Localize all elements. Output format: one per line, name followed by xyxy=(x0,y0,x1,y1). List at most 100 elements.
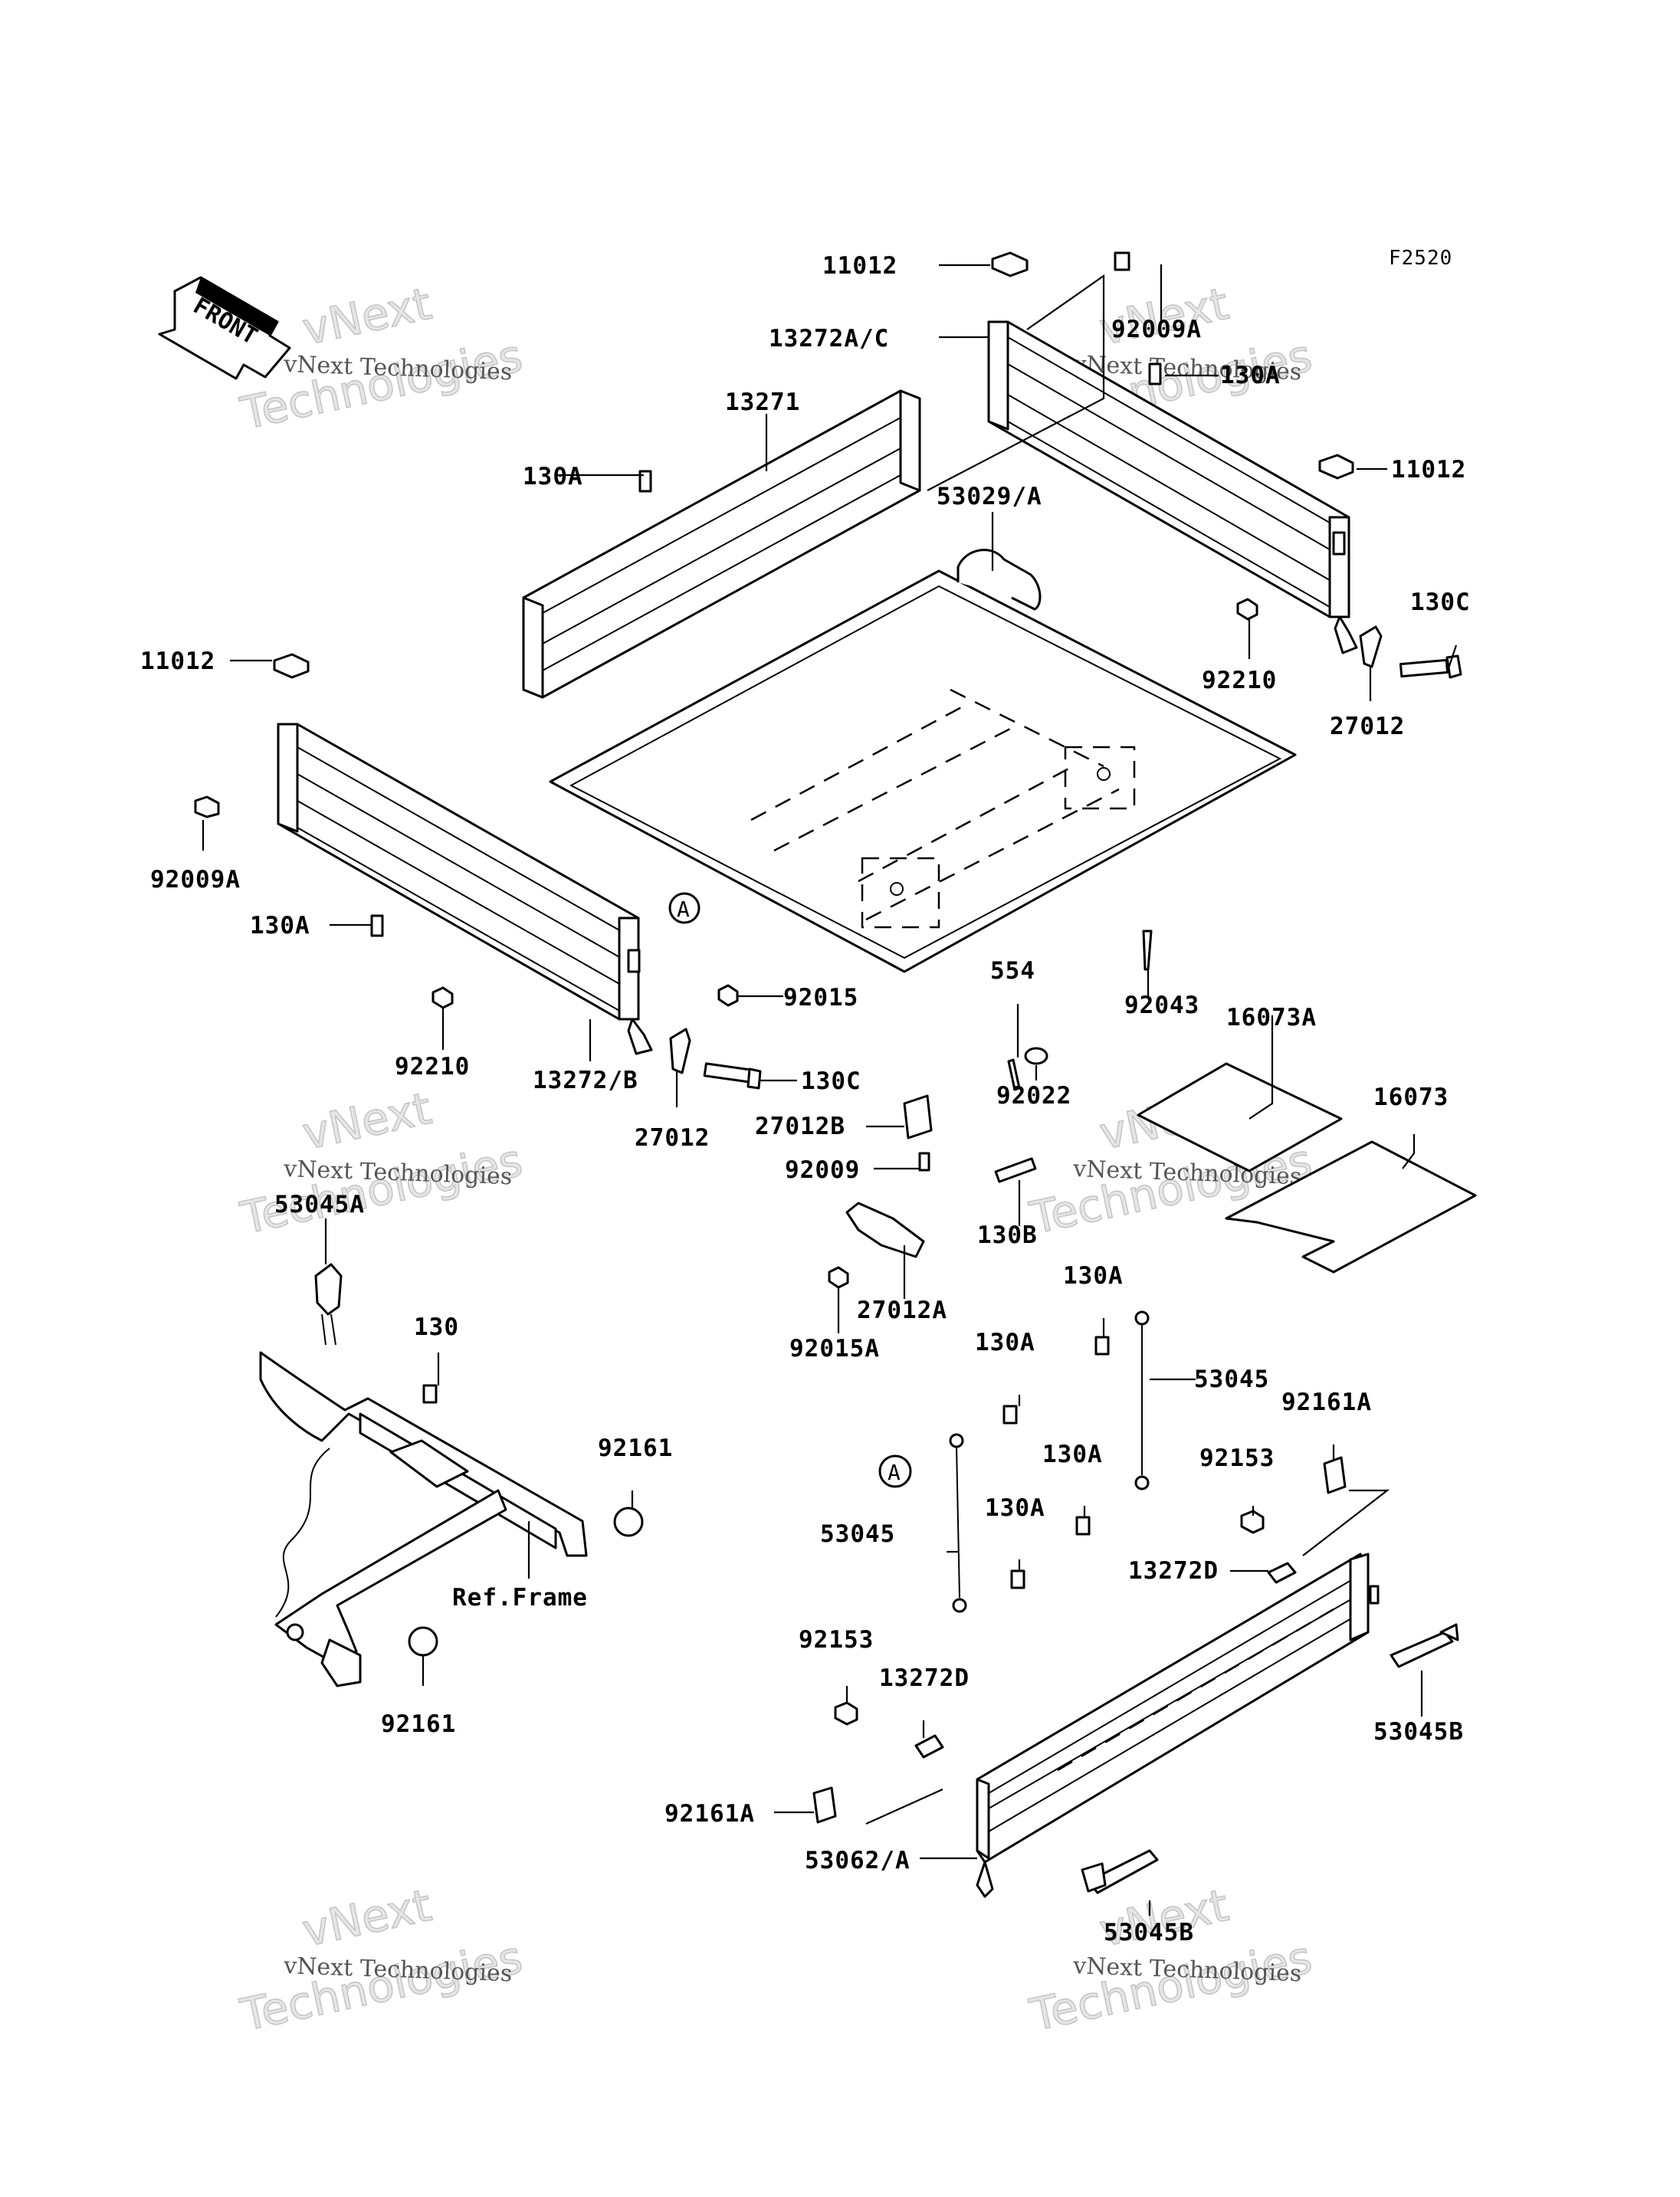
label-27012A: 27012A xyxy=(857,1297,947,1324)
svg-text:A: A xyxy=(677,897,691,922)
label-13272D-left: 13272D xyxy=(879,1664,970,1692)
watermark-bottom-left: vNext Technologies vNext Technologies xyxy=(235,1878,527,2041)
callout-a-upper: A xyxy=(668,892,701,924)
pad-92161A-right xyxy=(1323,1456,1347,1494)
tailgate-53062A xyxy=(976,1553,1380,1898)
label-130B: 130B xyxy=(977,1221,1038,1249)
bolt-92153-left xyxy=(834,1701,858,1726)
label-92009A-top: 92009A xyxy=(1111,316,1202,343)
label-11012-left: 11012 xyxy=(140,648,215,675)
label-53029A: 53029/A xyxy=(937,483,1042,510)
label-11012-top: 11012 xyxy=(822,252,897,280)
cargo-bed-53029A xyxy=(549,549,1297,973)
hinge-13272D-left xyxy=(914,1734,944,1759)
label-16073: 16073 xyxy=(1373,1084,1449,1111)
label-130A-b: 130A xyxy=(975,1329,1035,1356)
bracket-27012A xyxy=(845,1202,925,1258)
latch-53045B-bottom xyxy=(1081,1849,1159,1894)
latch-53045B-right xyxy=(1390,1623,1459,1668)
bracket-27012-right xyxy=(1359,625,1383,668)
label-130A-top-left: 130A xyxy=(523,463,583,490)
watermark-mid-left: vNext Technologies vNext Technologies xyxy=(235,1081,527,1244)
nut-92210-left xyxy=(431,986,454,1009)
label-130C-left: 130C xyxy=(801,1067,861,1095)
part-labels: 11012 13272A/C 92009A 130A 11012 130C 92… xyxy=(140,252,1471,1946)
label-53062A: 53062/A xyxy=(805,1847,911,1874)
bolt-130A-a xyxy=(1002,1405,1018,1425)
plug-92161-lower xyxy=(408,1626,438,1657)
label-92153-right: 92153 xyxy=(1199,1444,1275,1472)
label-130A-top-right: 130A xyxy=(1220,362,1281,389)
bracket-27012B xyxy=(903,1094,933,1139)
front-arrow-icon: FRONT xyxy=(158,276,291,380)
label-92161-upper: 92161 xyxy=(598,1435,673,1462)
label-13271: 13271 xyxy=(725,389,800,416)
bracket-27012-left xyxy=(669,1028,691,1074)
label-92043: 92043 xyxy=(1124,992,1199,1019)
label-53045A: 53045A xyxy=(274,1191,365,1218)
pin-92043 xyxy=(1142,930,1153,971)
bolt-130C-left xyxy=(703,1062,762,1090)
label-13272B: 13272/B xyxy=(533,1067,638,1094)
nut-92210-right xyxy=(1236,598,1258,621)
label-11012-right: 11012 xyxy=(1391,456,1466,484)
label-53045B-bottom: 53045B xyxy=(1104,1919,1194,1946)
frame-ref xyxy=(259,1351,588,1687)
pin-554 xyxy=(1007,1058,1021,1091)
cap-11012-right xyxy=(1318,454,1354,480)
label-92161-lower: 92161 xyxy=(381,1710,456,1738)
decal-16073 xyxy=(1225,1140,1477,1274)
label-130C-right: 130C xyxy=(1410,589,1471,616)
label-92161A-left: 92161A xyxy=(664,1800,755,1828)
side-panel-right xyxy=(987,320,1358,654)
label-92153-left: 92153 xyxy=(799,1626,874,1654)
latch-53045A xyxy=(314,1263,343,1346)
label-16073A: 16073A xyxy=(1226,1004,1317,1031)
label-130-frame: 130 xyxy=(414,1313,459,1341)
cap-11012-top xyxy=(991,251,1029,277)
bolt-130A-left xyxy=(370,914,384,937)
diagram-code: F2520 xyxy=(1389,247,1452,270)
label-53045-upper: 53045 xyxy=(1194,1366,1269,1393)
label-92015: 92015 xyxy=(783,984,858,1012)
callout-a-lower: A xyxy=(878,1454,912,1488)
label-92009A-left: 92009A xyxy=(150,866,241,894)
label-92161A-right: 92161A xyxy=(1281,1389,1372,1416)
label-53045-lower: 53045 xyxy=(820,1520,895,1548)
label-92022: 92022 xyxy=(996,1082,1071,1110)
plug-92161-upper xyxy=(613,1507,644,1537)
label-130A-c: 130A xyxy=(1042,1441,1103,1468)
label-13272D-right: 13272D xyxy=(1128,1557,1219,1585)
bolt-130-frame xyxy=(422,1384,438,1404)
cable-53045-lower xyxy=(949,1433,967,1613)
bolt-130A-top-right xyxy=(1148,362,1162,385)
pad-92161A-left xyxy=(812,1786,837,1824)
cap-11012-left xyxy=(273,653,310,679)
side-panel-left xyxy=(277,723,653,1055)
bolt-130B xyxy=(994,1157,1037,1183)
watermark-big-vnext: vNext xyxy=(298,1082,436,1160)
label-92009: 92009 xyxy=(785,1156,860,1184)
bolt-130A-c xyxy=(1075,1516,1091,1536)
label-53045B-right: 53045B xyxy=(1373,1718,1464,1746)
svg-text:A: A xyxy=(888,1460,901,1485)
decal-16073A xyxy=(1137,1062,1343,1172)
label-92015A: 92015A xyxy=(789,1335,880,1362)
bolt-92009 xyxy=(918,1152,930,1172)
label-27012B: 27012B xyxy=(755,1113,845,1140)
watermark-big-vnext: vNext xyxy=(298,1879,436,1957)
watermark-big-vnext: vNext xyxy=(298,277,436,356)
bolt-130A-b xyxy=(1094,1336,1110,1356)
washer-92022 xyxy=(1024,1047,1048,1065)
label-130A-left: 130A xyxy=(250,912,310,939)
bolt-92009A-left xyxy=(194,795,220,818)
bolt-92009A-top xyxy=(1114,251,1130,271)
nut-92015 xyxy=(717,984,739,1007)
label-554: 554 xyxy=(990,957,1035,985)
label-92210-right: 92210 xyxy=(1202,667,1277,694)
cable-53045-upper xyxy=(1134,1310,1150,1490)
label-13272AC: 13272A/C xyxy=(769,325,889,353)
label-130A-a: 130A xyxy=(1063,1262,1124,1290)
bolt-130A-top-left xyxy=(638,470,652,493)
